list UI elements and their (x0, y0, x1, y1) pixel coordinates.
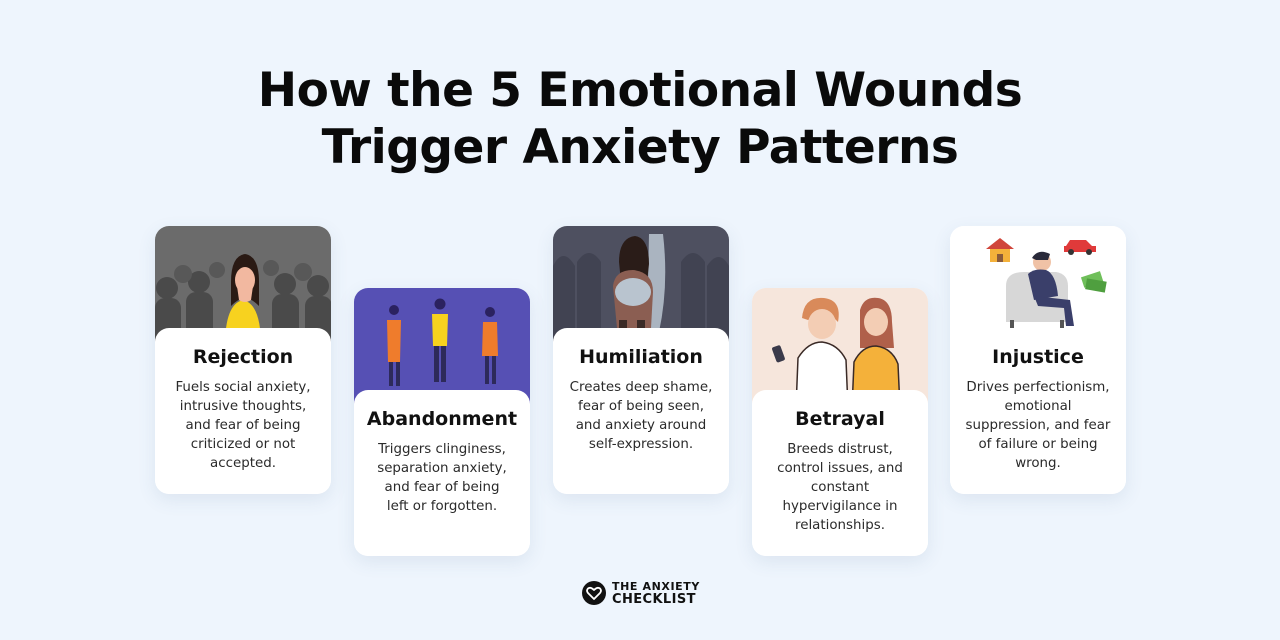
page-title: How the 5 Emotional Wounds Trigger Anxie… (0, 62, 1280, 176)
abandonment-illustration (354, 288, 530, 408)
brand-logo: THE ANXIETY CHECKLIST (582, 578, 700, 608)
card-abandonment: Abandonment Triggers clinginess, separat… (354, 288, 530, 556)
card-title: Abandonment (366, 408, 518, 430)
card-description: Breeds distrust, control issues, and con… (777, 442, 903, 533)
card-betrayal: Betrayal Breeds distrust, control issues… (752, 288, 928, 556)
card-title: Humiliation (579, 346, 703, 368)
betrayal-panel: Betrayal Breeds distrust, control issues… (752, 390, 928, 556)
card-title: Betrayal (795, 408, 885, 430)
brand-line-2: CHECKLIST (612, 592, 696, 607)
card-description: Creates deep shame, fear of being seen, … (569, 380, 713, 452)
humiliation-panel: Humiliation Creates deep shame, fear of … (553, 328, 729, 494)
card-title: Rejection (192, 346, 294, 368)
brand-text: THE ANXIETY CHECKLIST (612, 580, 700, 606)
card-description: Drives perfectionism, emotional suppress… (965, 380, 1111, 471)
card-injustice: Injustice Drives perfectionism, emotiona… (950, 226, 1126, 494)
card-humiliation: Humiliation Creates deep shame, fear of … (553, 226, 729, 494)
title-line-2: Trigger Anxiety Patterns (321, 120, 959, 175)
heart-badge-icon (582, 581, 606, 605)
injustice-panel: Injustice Drives perfectionism, emotiona… (950, 328, 1126, 494)
card-description: Triggers clinginess, separation anxiety,… (377, 442, 507, 514)
car-icon (1064, 240, 1096, 255)
injustice-illustration (950, 226, 1126, 346)
title-line-1: How the 5 Emotional Wounds (257, 63, 1023, 118)
humiliation-illustration (553, 226, 729, 346)
brand-line-1: THE ANXIETY (612, 580, 700, 593)
rejection-panel: Rejection Fuels social anxiety, intrusiv… (155, 328, 331, 494)
money-icon (1080, 271, 1107, 293)
card-rejection: Rejection Fuels social anxiety, intrusiv… (155, 226, 331, 494)
card-title: Injustice (992, 346, 1084, 368)
card-description: Fuels social anxiety, intrusive thoughts… (175, 380, 311, 471)
abandonment-panel: Abandonment Triggers clinginess, separat… (354, 390, 530, 556)
house-icon (986, 238, 1014, 262)
